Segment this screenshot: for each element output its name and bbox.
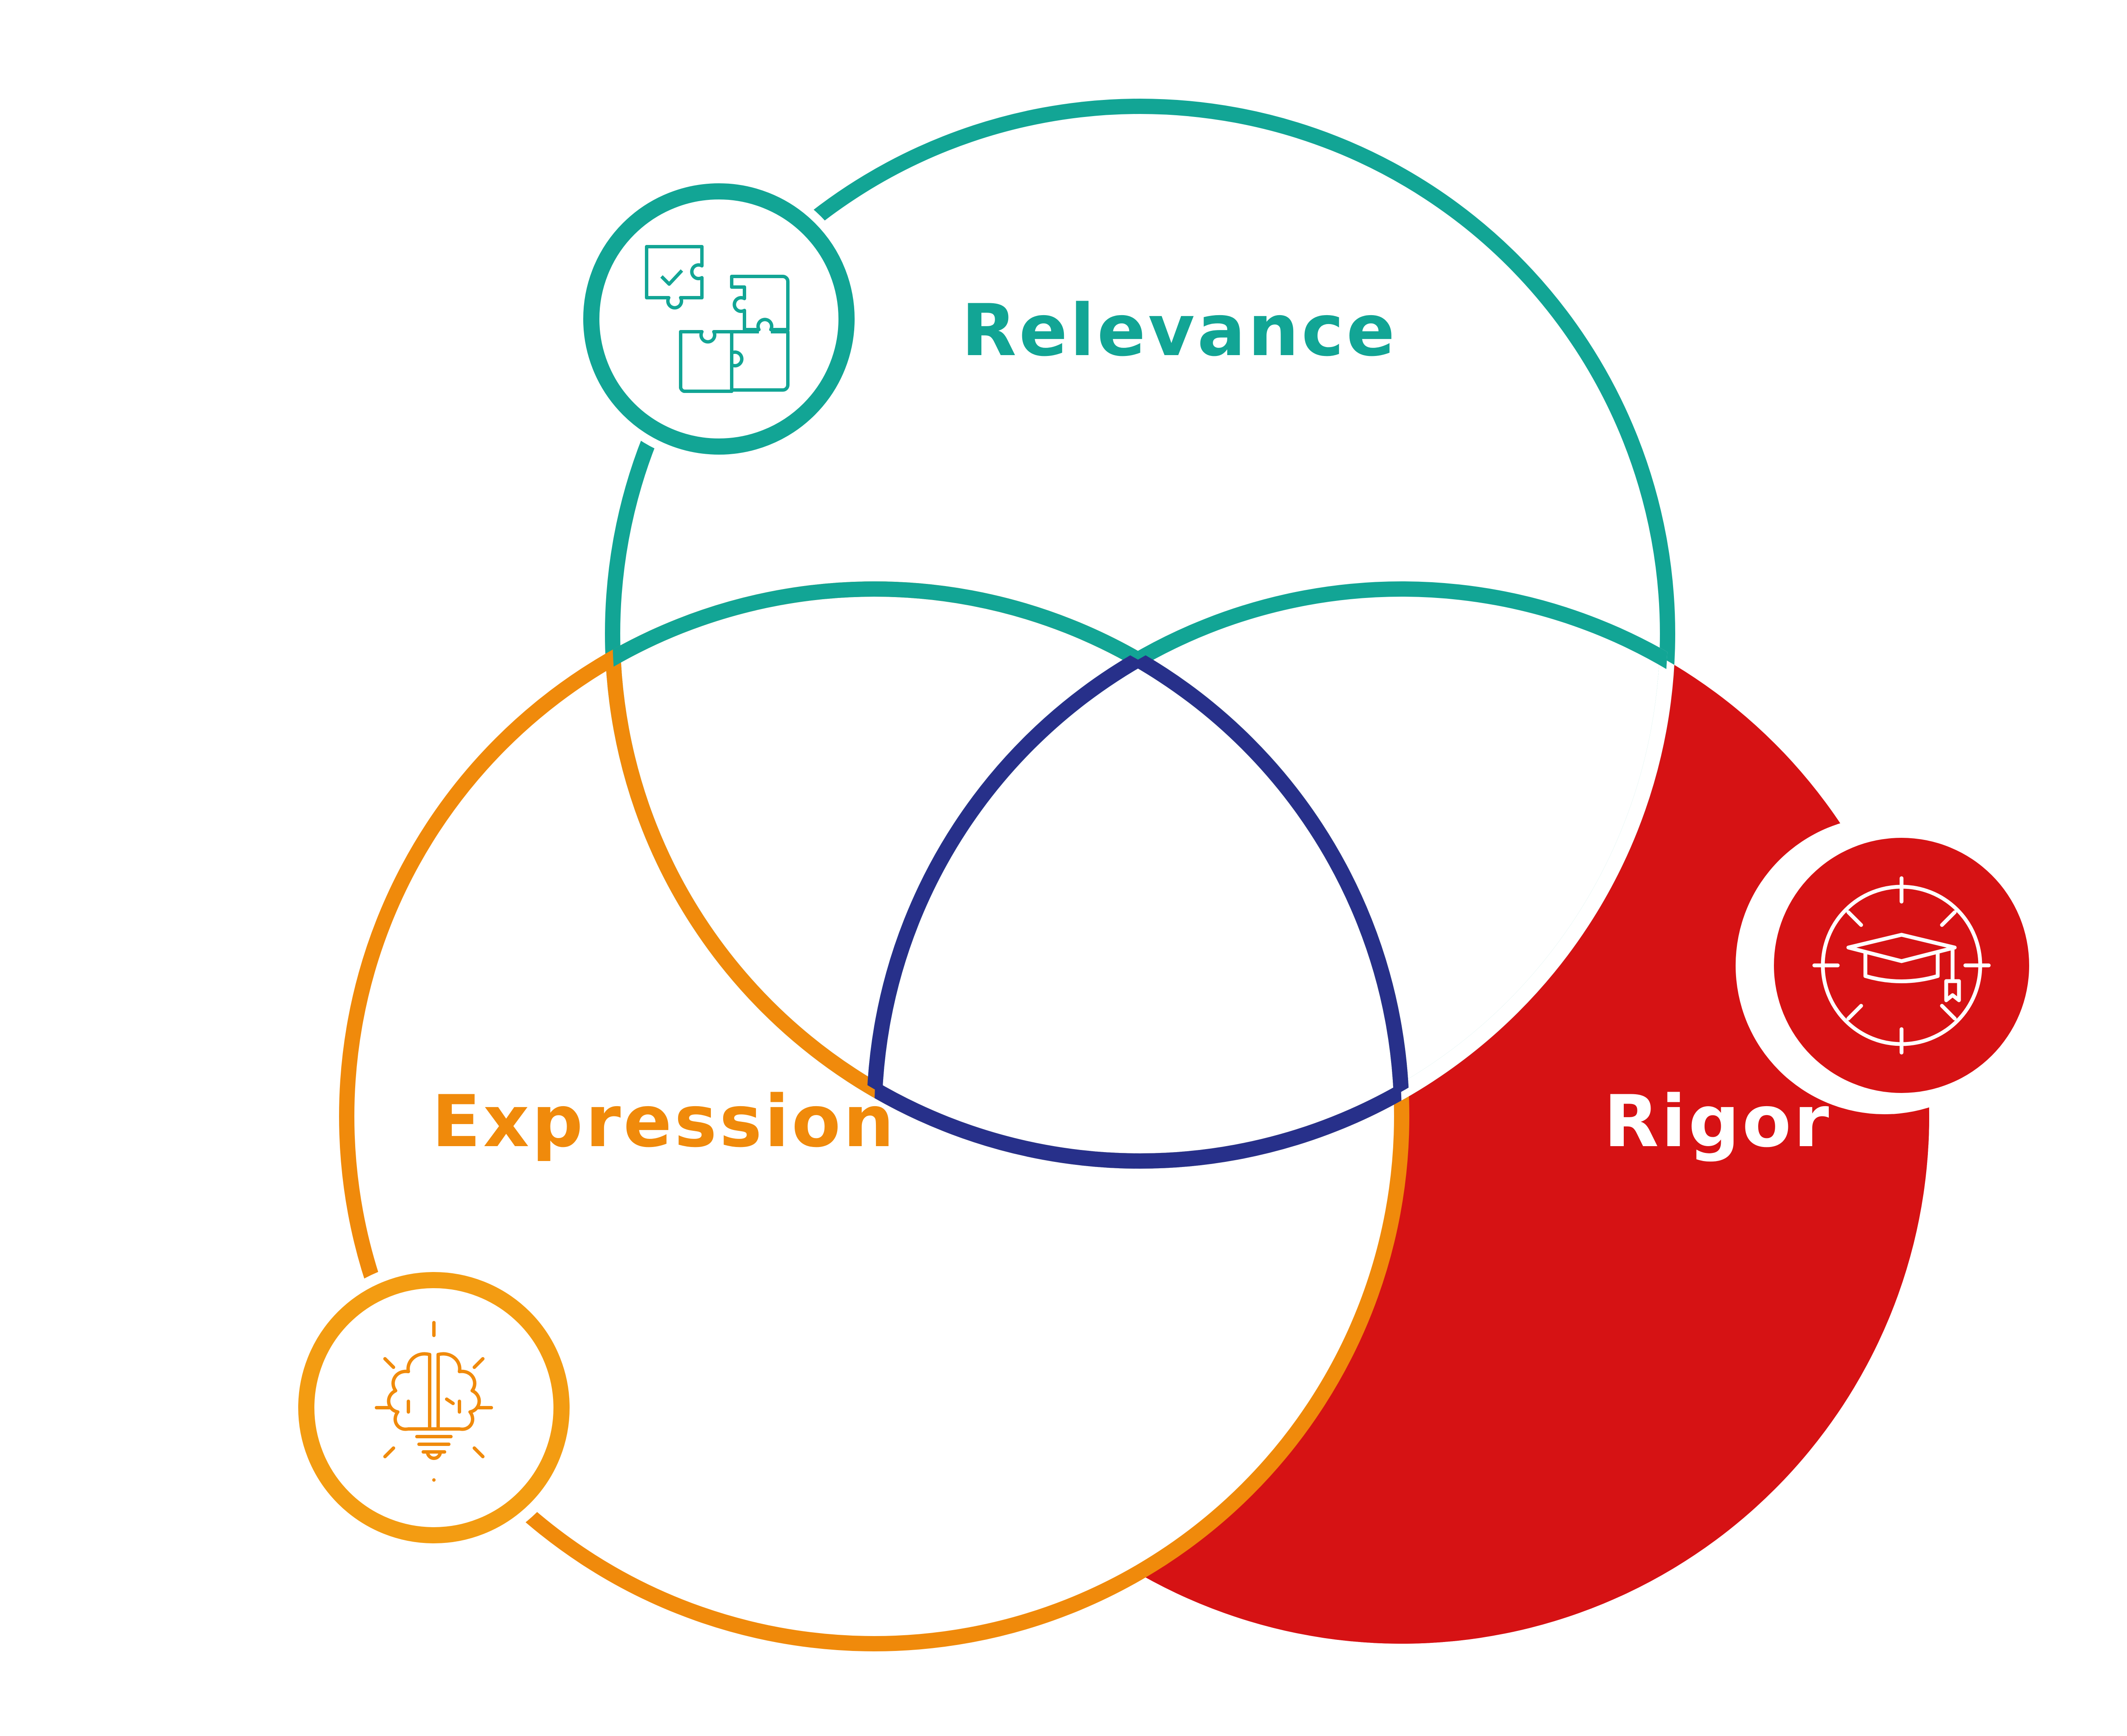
lightbulb-brain-icon [375,1321,493,1482]
expression-badge [287,1261,581,1554]
relevance-label: Relevance [961,289,1397,372]
rigor-label: Rigor [1604,1080,1831,1163]
expression-label: Expression [432,1080,897,1163]
relevance-badge [574,174,864,464]
puzzle-pieces-icon [645,245,790,393]
rigor-region-clean [347,106,1929,1644]
graduation-cap-target-icon [1812,876,1991,1055]
rigor-badge [1736,817,2033,1114]
center-arc-relevance [874,589,1402,1169]
